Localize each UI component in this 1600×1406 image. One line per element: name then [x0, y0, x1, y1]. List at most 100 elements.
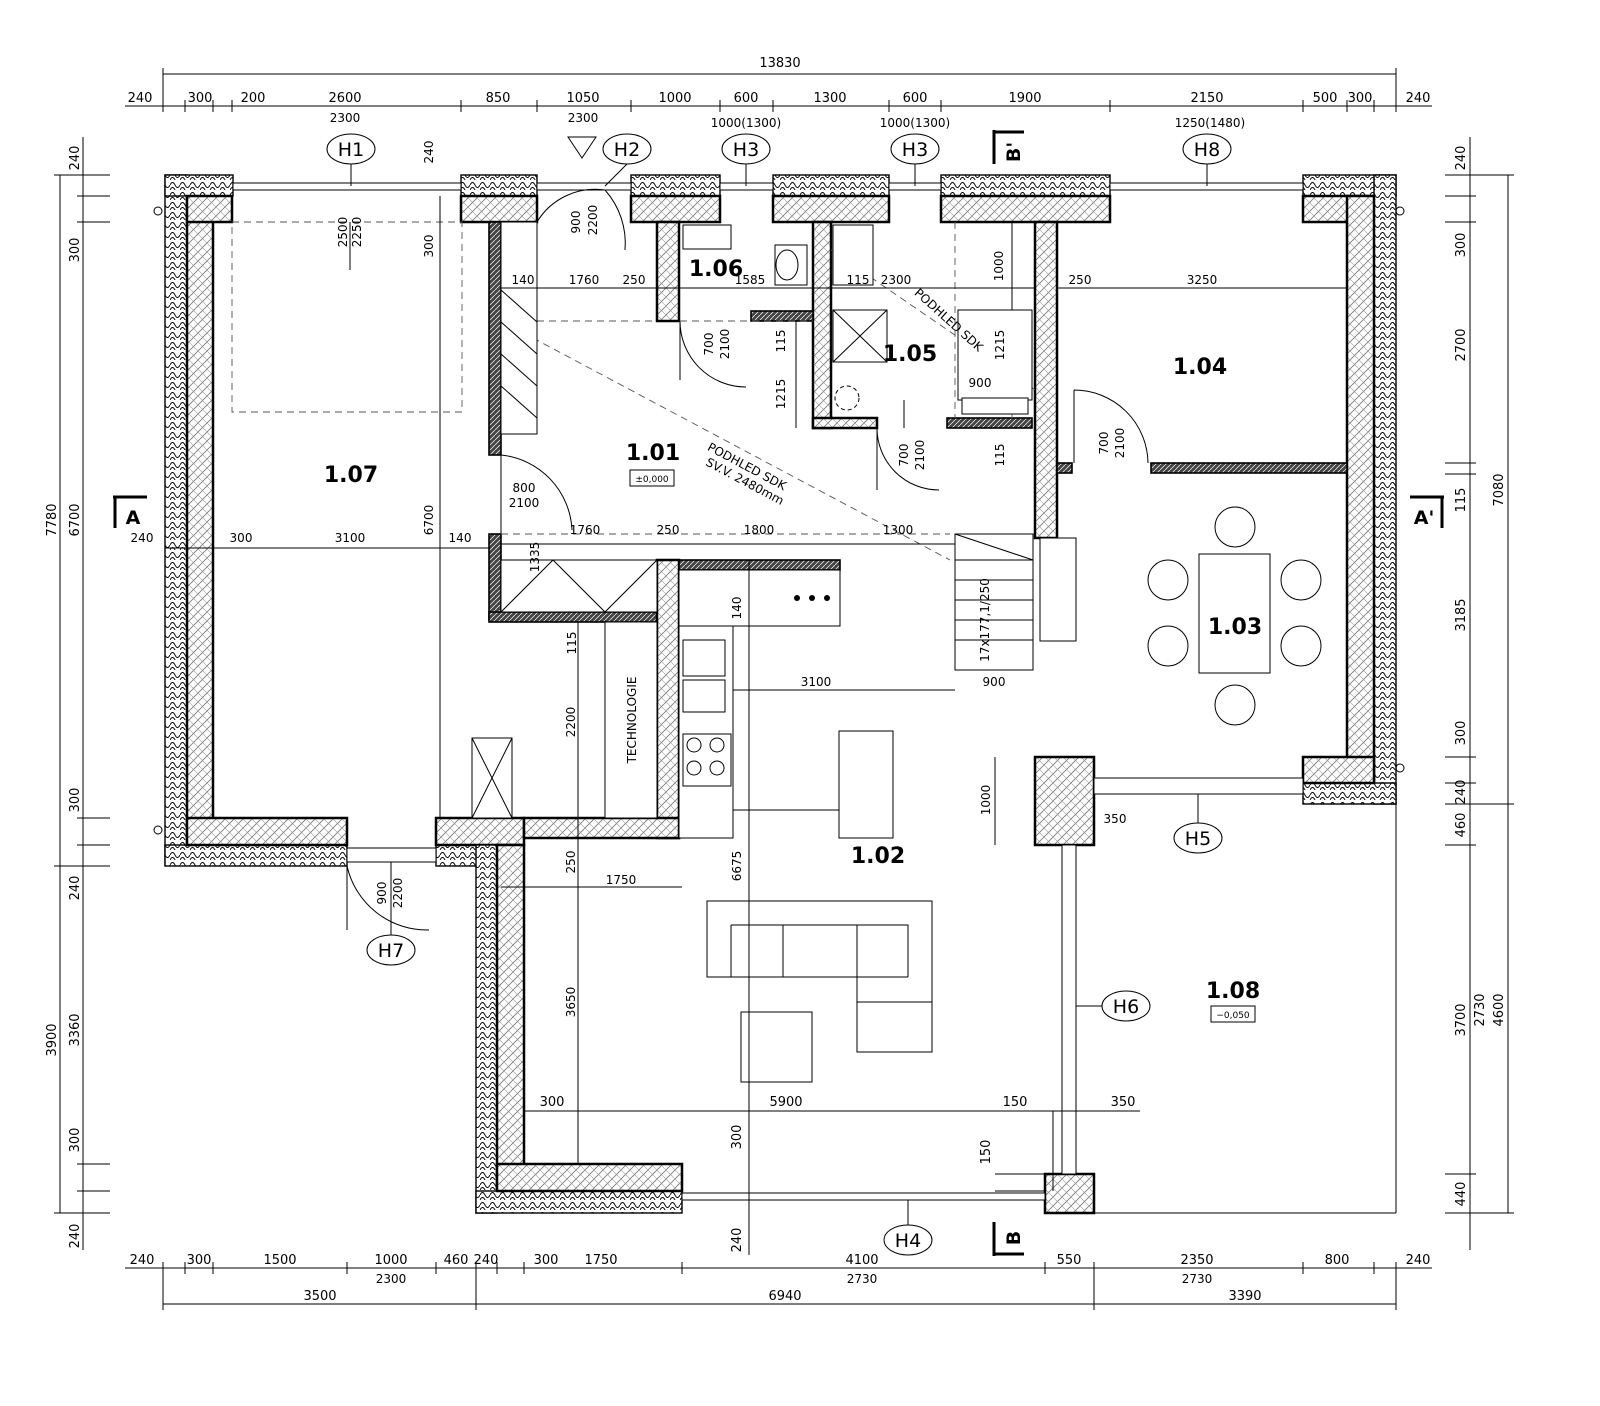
dim-top: 850	[486, 91, 511, 106]
ceiling-outlines	[231, 221, 1036, 561]
dim-right: 3700	[1454, 1003, 1469, 1036]
dim-bottom-total: 6940	[768, 1289, 801, 1304]
dim-interior: 5900	[769, 1095, 802, 1110]
dim-interior: 240	[131, 531, 154, 545]
room-label-1-08: 1.08	[1206, 979, 1260, 1004]
section-marks: A A' B B'	[113, 130, 1444, 1256]
window-tag-h2: H2	[614, 139, 640, 161]
room-label-1-05: 1.05	[883, 342, 937, 367]
dim-interior: 700	[702, 333, 716, 356]
dim-interior: 115	[993, 444, 1007, 467]
dim-left: 300	[68, 1128, 83, 1153]
dim-interior: 900	[983, 675, 1006, 689]
dim-bottom-sub: 2730	[1182, 1272, 1213, 1286]
section-mark-a: A	[126, 507, 141, 529]
dim-right: 240	[1454, 780, 1469, 805]
dim-top: 240	[128, 91, 153, 106]
room-label-1-01: 1.01	[626, 441, 680, 466]
dim-right-total: 4600	[1492, 993, 1507, 1026]
dim-interior: 6700	[422, 505, 436, 536]
dim-interior: 140	[512, 273, 535, 287]
dim-left-total: 7780	[45, 503, 60, 536]
dim-left: 240	[68, 146, 83, 171]
dim-right: 460	[1454, 813, 1469, 838]
room-labels: 1.07 1.01 ±0,000 1.06 1.05 1.04 1.03 1.0…	[324, 257, 1262, 1023]
room-label-1-02: 1.02	[851, 844, 905, 869]
dim-interior: 6675	[730, 851, 744, 882]
window-tag-h6: H6	[1113, 996, 1139, 1018]
dim-interior: 140	[730, 597, 744, 620]
dim-right: 240	[1454, 146, 1469, 171]
dim-interior: 115	[847, 273, 870, 287]
dim-left-total: 3900	[45, 1023, 60, 1056]
windows	[232, 182, 1304, 1201]
dim-bottom: 550	[1057, 1253, 1082, 1268]
dim-right-total: 7080	[1492, 473, 1507, 506]
dim-interior: 3650	[564, 987, 578, 1018]
dim-interior: 300	[422, 235, 436, 258]
dim-top-total: 13830	[759, 56, 800, 71]
dim-bottom: 240	[130, 1253, 155, 1268]
dim-left: 3360	[68, 1013, 83, 1046]
dim-interior: 300	[730, 1125, 745, 1150]
dim-interior: 350	[1111, 1095, 1136, 1110]
dim-bottom: 1000	[374, 1253, 407, 1268]
dim-top-sub: 1000(1300)	[711, 116, 781, 130]
technology-label: TECHNOLOGIE	[625, 677, 639, 765]
dim-top: 2150	[1190, 91, 1223, 106]
dim-top: 240	[1406, 91, 1431, 106]
dim-interior: 3100	[801, 675, 832, 689]
dim-interior: 2200	[586, 205, 600, 236]
dim-right: 2730	[1473, 993, 1488, 1026]
dim-top: 1300	[813, 91, 846, 106]
dim-left: 240	[68, 876, 83, 901]
dim-right: 440	[1454, 1182, 1469, 1207]
level-1-08: −0,050	[1216, 1011, 1250, 1021]
level-marker-box	[1210, 1005, 1256, 1023]
dim-interior: 2100	[1113, 428, 1127, 459]
window-tag-h3: H3	[733, 139, 759, 161]
dim-interior: 900	[375, 882, 389, 905]
room-label-1-04: 1.04	[1173, 355, 1227, 380]
dimension-labels: 13830 240 300 200 2600 850 1050 1000 600…	[45, 56, 1507, 1304]
exterior-walls	[164, 174, 1397, 1215]
dim-interior: 115	[774, 330, 788, 353]
dim-bottom: 460	[444, 1253, 469, 1268]
dim-left: 300	[68, 238, 83, 263]
dim-interior: 250	[623, 273, 646, 287]
dim-interior: 1760	[570, 523, 601, 537]
dim-interior: 2250	[350, 217, 364, 248]
section-mark-b: B	[1003, 1231, 1025, 1245]
dim-top: 600	[903, 91, 928, 106]
dim-bottom: 300	[534, 1253, 559, 1268]
entrance-triangle-icon	[567, 136, 597, 159]
dim-interior: 1335	[528, 542, 542, 573]
dim-interior: 250	[657, 523, 680, 537]
furniture	[471, 221, 1322, 1083]
dim-interior: 700	[1097, 432, 1111, 455]
dim-bottom-total: 3500	[303, 1289, 336, 1304]
dim-interior: 250	[564, 851, 578, 874]
dim-top: 1050	[566, 91, 599, 106]
dim-left: 240	[68, 1224, 83, 1249]
dim-interior: 150	[979, 1140, 994, 1165]
window-tag-h5: H5	[1185, 828, 1211, 850]
dim-right: 2700	[1454, 328, 1469, 361]
dim-bottom: 800	[1325, 1253, 1350, 1268]
level-1-01: ±0,000	[635, 475, 669, 485]
dim-top: 300	[1348, 91, 1373, 106]
window-tag-h7: H7	[378, 940, 404, 962]
dim-interior: 2100	[718, 329, 732, 360]
dim-right: 3185	[1454, 598, 1469, 631]
dim-interior: 2100	[509, 496, 540, 510]
level-marker-box	[629, 469, 675, 487]
interior-walls	[488, 220, 1348, 840]
dim-interior: 1000	[992, 251, 1006, 282]
window-tag-h1: H1	[338, 139, 364, 161]
dim-interior: 2200	[391, 878, 405, 909]
room-label-1-07: 1.07	[324, 463, 378, 488]
dim-interior: 240	[422, 141, 436, 164]
dim-top: 1900	[1008, 91, 1041, 106]
dim-bottom: 240	[1406, 1253, 1431, 1268]
